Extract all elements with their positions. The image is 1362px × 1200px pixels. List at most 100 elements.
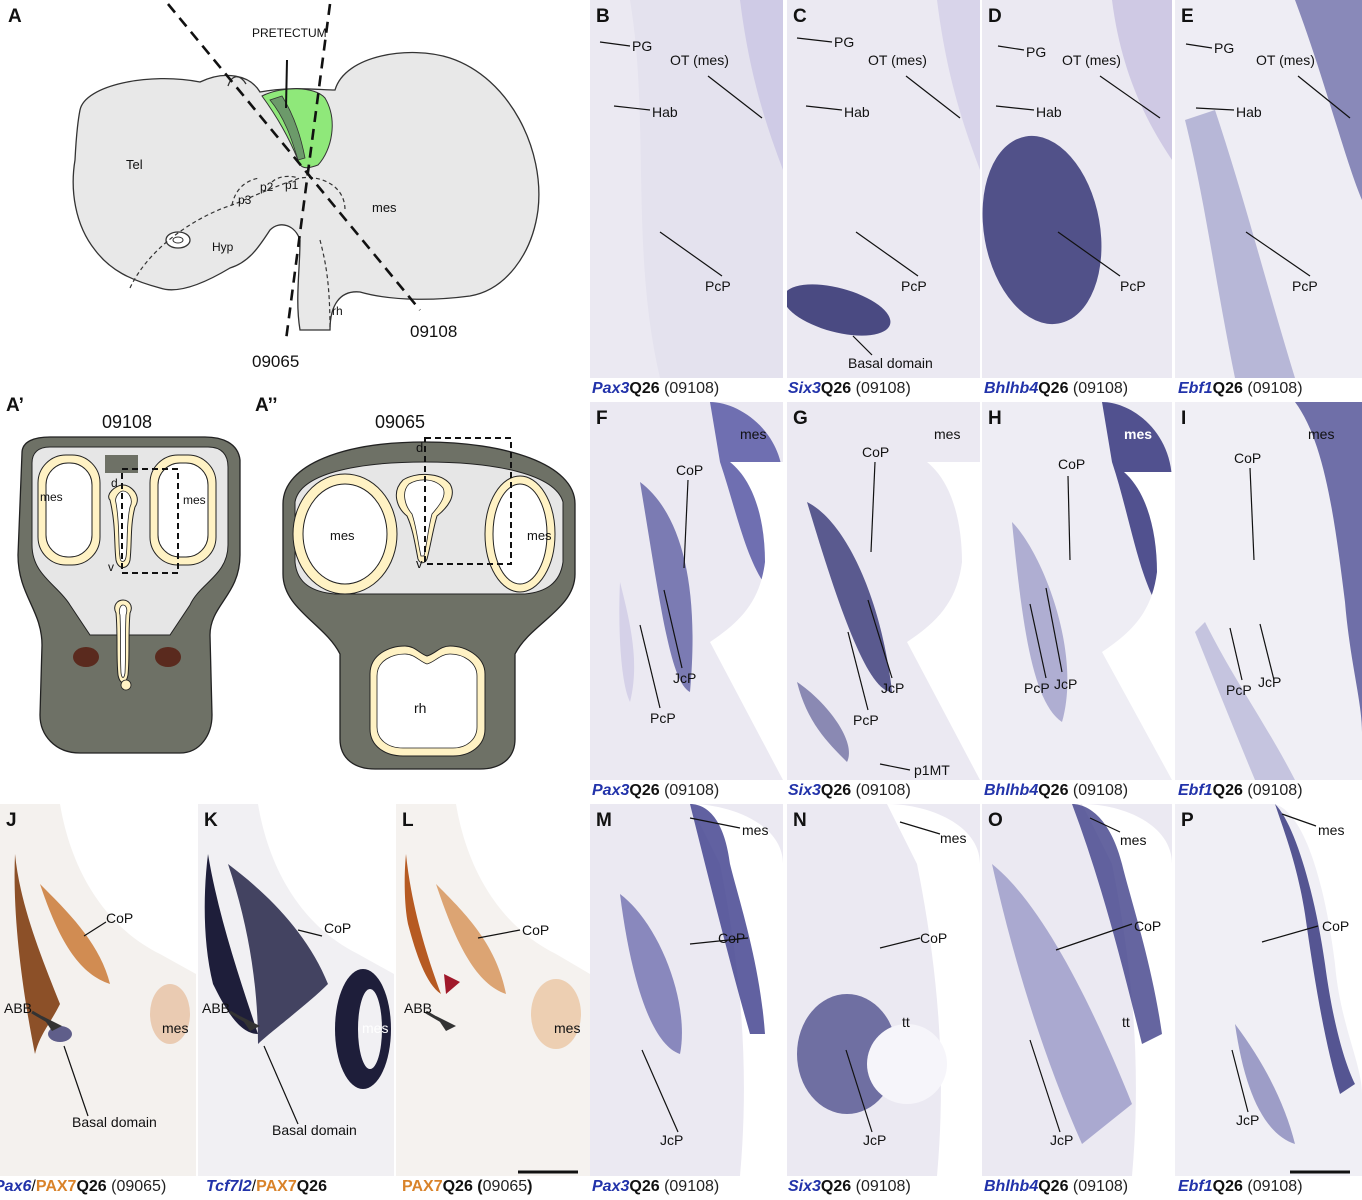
panel-letter-p: P (1181, 810, 1194, 831)
c-label-hab: Hab (844, 104, 870, 120)
panel-c-image (787, 0, 980, 378)
p-label-cop: CoP (1322, 918, 1350, 934)
k-label-basal: Basal domain (272, 1122, 357, 1138)
a1-label-mes-left: mes (40, 490, 63, 504)
diagram-section-09108 (17, 436, 241, 754)
m-label-mes: mes (742, 822, 769, 838)
h-label-pcp: PcP (1024, 680, 1050, 696)
a2-label-d: d (416, 440, 424, 455)
caption-p: Ebf1Q26 (09108) (1178, 1178, 1303, 1195)
label-pretectum: PRETECTUM (252, 26, 327, 40)
panel-letter-e: E (1181, 6, 1194, 27)
label-p3: p3 (238, 193, 252, 207)
h-label-cop: CoP (1058, 456, 1086, 472)
caption-g: Six3Q26 (09108) (788, 782, 911, 799)
caption-i: Ebf1Q26 (09108) (1178, 782, 1303, 799)
i-label-pcp: PcP (1226, 682, 1252, 698)
panel-p-image (1175, 804, 1362, 1176)
label-cut-09108: 09108 (410, 322, 458, 341)
label-mes: mes (372, 200, 397, 215)
k-label-abb: ABB (202, 1000, 231, 1016)
p-label-jcp: JcP (1236, 1112, 1260, 1128)
section-line-09108 (166, 3, 422, 311)
a2-label-mes-right: mes (527, 528, 552, 543)
d-label-pcp: PcP (1120, 278, 1146, 294)
panel-b-image (590, 0, 783, 378)
b-label-pg: PG (632, 38, 653, 54)
m-label-cop: CoP (718, 930, 746, 946)
d-label-ot: OT (mes) (1062, 52, 1121, 68)
n-label-cop: CoP (920, 930, 948, 946)
l-label-cop: CoP (522, 922, 550, 938)
n-label-tt: tt (902, 1014, 910, 1030)
b-label-pcp: PcP (705, 278, 731, 294)
g-label-mes: mes (934, 426, 961, 442)
a2-label-rh: rh (414, 700, 427, 716)
c-label-basal: Basal domain (848, 355, 933, 371)
a1-label-d: d (111, 476, 118, 490)
j-label-basal: Basal domain (72, 1114, 157, 1130)
panel-letter-b: B (596, 6, 610, 27)
caption-j: Pax6/PAX7Q26 (09065) (0, 1178, 167, 1195)
e-label-pg: PG (1214, 40, 1235, 56)
i-label-mes: mes (1308, 426, 1335, 442)
a1-label-v: v (108, 560, 114, 574)
caption-h: Bhlhb4Q26 (09108) (984, 782, 1129, 799)
a2-label-v: v (416, 556, 423, 571)
c-label-ot: OT (mes) (868, 52, 927, 68)
panel-j-image (0, 804, 196, 1176)
caption-f: Pax3Q26 (09108) (592, 782, 720, 799)
caption-d: Bhlhb4Q26 (09108) (984, 380, 1129, 397)
b-label-hab: Hab (652, 104, 678, 120)
panel-letter-g: G (793, 408, 808, 429)
label-hyp: Hyp (212, 240, 234, 254)
i-label-cop: CoP (1234, 450, 1262, 466)
l-label-abb: ABB (404, 1000, 433, 1016)
d-label-pg: PG (1026, 44, 1047, 60)
h-label-mes: mes (1124, 426, 1153, 442)
b-label-ot: OT (mes) (670, 52, 729, 68)
label-tel: Tel (126, 157, 143, 172)
l-label-mes: mes (554, 1020, 581, 1036)
o-label-mes: mes (1120, 832, 1147, 848)
n-label-mes: mes (940, 830, 967, 846)
panel-letter-a-double-prime: A’’ (255, 395, 278, 416)
panel-f-image (590, 402, 783, 780)
panel-l-image (396, 804, 590, 1176)
c-label-pg: PG (834, 34, 855, 50)
panel-letter-a-prime: A’ (6, 395, 24, 416)
section-line-09065 (284, 3, 332, 341)
g-label-cop: CoP (862, 444, 890, 460)
caption-c: Six3Q26 (09108) (788, 380, 911, 397)
a1-label-mes-right: mes (183, 493, 206, 507)
o-label-cop: CoP (1134, 918, 1162, 934)
panel-letter-h: H (988, 408, 1002, 429)
panel-letter-m: M (596, 810, 612, 831)
k-label-cop: CoP (324, 920, 352, 936)
panel-m-image (590, 804, 783, 1176)
panel-letter-j: J (6, 810, 17, 831)
g-label-p1mt: p1MT (914, 762, 950, 778)
caption-e: Ebf1Q26 (09108) (1178, 380, 1303, 397)
c-label-pcp: PcP (901, 278, 927, 294)
o-label-jcp: JcP (1050, 1132, 1074, 1148)
f-label-mes: mes (740, 426, 767, 442)
panel-letter-n: N (793, 810, 807, 831)
label-p2: p2 (260, 180, 274, 194)
caption-o: Bhlhb4Q26 (09108) (984, 1178, 1129, 1195)
k-label-mes: mes (362, 1020, 389, 1036)
panel-n-image (787, 804, 980, 1176)
g-label-jcp: JcP (881, 680, 905, 696)
panel-d-image (982, 0, 1172, 378)
f-label-cop: CoP (676, 462, 704, 478)
o-label-tt: tt (1122, 1014, 1130, 1030)
f-label-jcp: JcP (673, 670, 697, 686)
panel-letter-a: A (8, 6, 22, 27)
caption-b: Pax3Q26 (09108) (592, 380, 720, 397)
caption-n: Six3Q26 (09108) (788, 1178, 911, 1195)
e-label-ot: OT (mes) (1256, 52, 1315, 68)
panel-letter-i: I (1181, 408, 1187, 429)
j-label-mes: mes (162, 1020, 189, 1036)
n-label-jcp: JcP (863, 1132, 887, 1148)
h-label-jcp: JcP (1054, 676, 1078, 692)
